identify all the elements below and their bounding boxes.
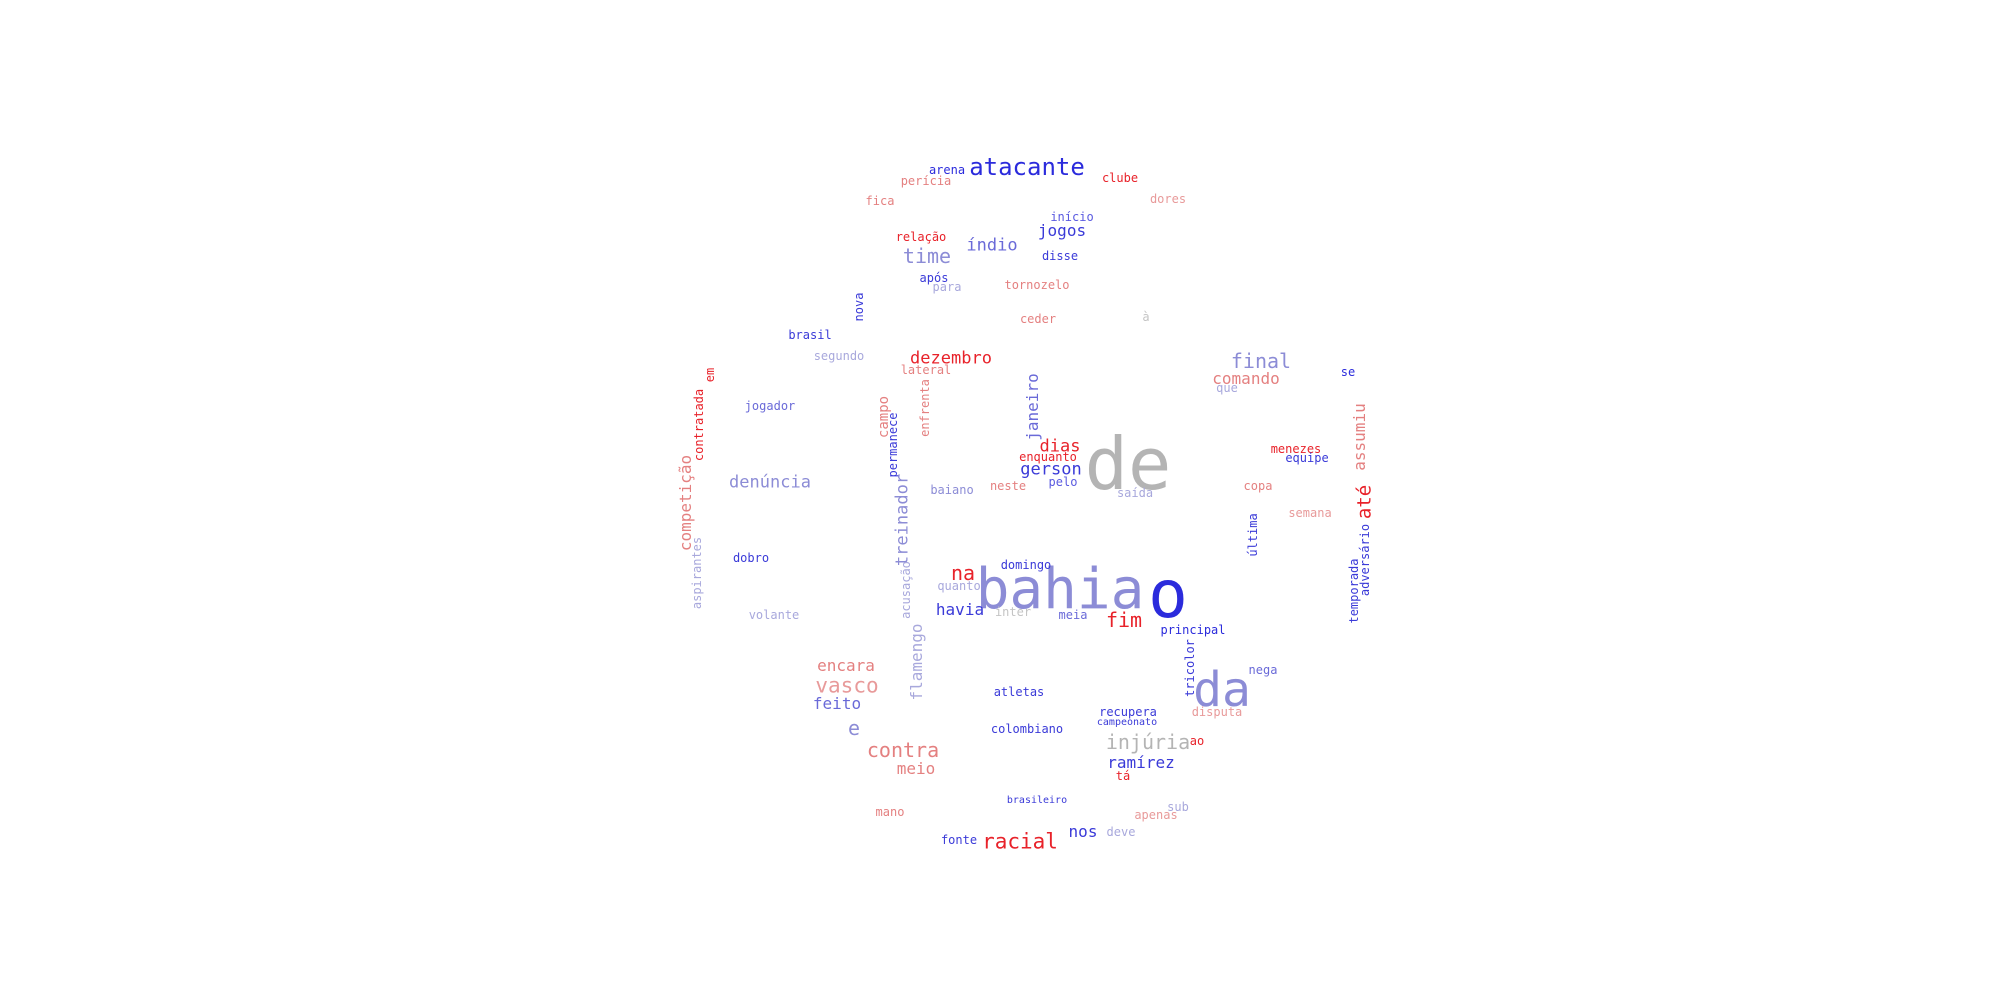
word-colombiano: colombiano — [990, 722, 1064, 736]
word-brasileiro: brasileiro — [1006, 795, 1068, 806]
word-apos: após — [919, 271, 949, 285]
word-enquanto: enquanto — [1019, 450, 1077, 464]
word-clube: clube — [1101, 171, 1139, 185]
word-o: o — [1148, 556, 1188, 633]
word-domingo: domingo — [1000, 558, 1052, 572]
word-que: que — [1216, 381, 1238, 395]
word-treinador: treinador — [892, 473, 913, 567]
word-mano: mano — [875, 805, 905, 819]
word-quanto: quanto — [937, 579, 981, 593]
word-atacante: atacante — [969, 153, 1085, 181]
word-disse: disse — [1041, 249, 1079, 263]
word-para: para — [932, 280, 962, 294]
word-de: de — [1084, 422, 1172, 506]
word-gerson: gerson — [1020, 459, 1082, 480]
word-ramirez: ramírez — [1107, 753, 1175, 772]
word-vasco: vasco — [815, 673, 879, 698]
word-permanece: permanece — [886, 412, 900, 478]
word-flamengo: flamengo — [907, 623, 926, 701]
word-injuria: injúria — [1105, 730, 1191, 754]
word-dias: dias — [1039, 436, 1081, 457]
word-atletas: atletas — [993, 685, 1045, 699]
word-dezembro: dezembro — [910, 348, 992, 369]
word-havia: havia — [935, 600, 985, 619]
word-a: à — [1142, 310, 1150, 324]
word-recupera: recupera — [1099, 705, 1157, 719]
word-na: na — [950, 561, 976, 585]
word-acusacao: acusação — [899, 561, 913, 619]
word-aspirantes: aspirantes — [690, 536, 704, 610]
word-neste: neste — [989, 479, 1027, 493]
word-indio: índio — [966, 235, 1018, 256]
word-brasil: brasil — [788, 328, 832, 342]
word-enfrenta: enfrenta — [918, 379, 932, 437]
word-copa: copa — [1243, 479, 1273, 493]
word-e: e — [847, 716, 861, 740]
word-nova: nova — [852, 292, 866, 322]
word-dobro: dobro — [732, 551, 770, 565]
word-tricolor: tricolor — [1183, 639, 1197, 697]
word-inicio: início — [1050, 210, 1094, 224]
word-denuncia: denúncia — [729, 472, 811, 493]
word-jogos: jogos — [1037, 221, 1087, 240]
word-principal: principal — [1160, 623, 1226, 637]
word-jogador: jogador — [744, 399, 796, 413]
word-encara: encara — [817, 656, 875, 675]
word-em: em — [703, 367, 717, 383]
word-janeiro: janeiro — [1023, 373, 1042, 441]
word-assumiu: assumiu — [1350, 403, 1369, 471]
word-pelo: pelo — [1048, 475, 1078, 489]
word-fica: fica — [865, 194, 895, 208]
word-tornozelo: tornozelo — [1004, 278, 1070, 292]
word-menezes: menezes — [1270, 442, 1322, 456]
word-ceder: ceder — [1019, 312, 1057, 326]
word-baiano: baiano — [930, 483, 974, 497]
word-arena: arena — [928, 163, 966, 177]
word-bahia: bahia — [975, 557, 1145, 622]
word-feito: feito — [812, 694, 862, 713]
word-fonte: fonte — [940, 833, 978, 847]
word-meio: meio — [896, 759, 936, 778]
word-ao: ao — [1189, 734, 1205, 748]
word-segundo: segundo — [813, 349, 865, 363]
word-meia: meia — [1058, 608, 1088, 622]
word-inter: inter — [994, 605, 1032, 619]
word-disputa: disputa — [1191, 705, 1243, 719]
word-sub: sub — [1167, 800, 1189, 814]
word-campeonato: campeonato — [1096, 717, 1158, 728]
word-pericia: perícia — [900, 174, 952, 188]
word-volante: volante — [748, 608, 800, 622]
word-saida: saída — [1116, 486, 1154, 500]
word-nos: nos — [1068, 822, 1098, 841]
word-racial: racial — [982, 829, 1058, 854]
word-lateral: lateral — [900, 363, 952, 377]
word-contra: contra — [866, 738, 940, 762]
word-apenas: apenas — [1134, 808, 1178, 822]
word-contratada: contratada — [692, 388, 706, 462]
word-semana: semana — [1288, 506, 1332, 520]
word-nega: nega — [1248, 663, 1278, 677]
word-temporada: temporada — [1347, 558, 1361, 624]
word-dores: dores — [1149, 192, 1187, 206]
word-ate: até — [1353, 484, 1376, 520]
word-equipe: equipe — [1285, 451, 1329, 465]
word-time: time — [902, 244, 952, 268]
word-comando: comando — [1212, 369, 1280, 388]
word-fim: fim — [1105, 608, 1143, 632]
word-ta: tá — [1115, 769, 1131, 783]
word-final: final — [1230, 349, 1292, 373]
word-se: se — [1340, 365, 1356, 379]
word-da: da — [1193, 662, 1251, 718]
word-relacao: relação — [895, 230, 947, 244]
word-deve: deve — [1106, 825, 1136, 839]
word-ultima: última — [1246, 513, 1260, 557]
